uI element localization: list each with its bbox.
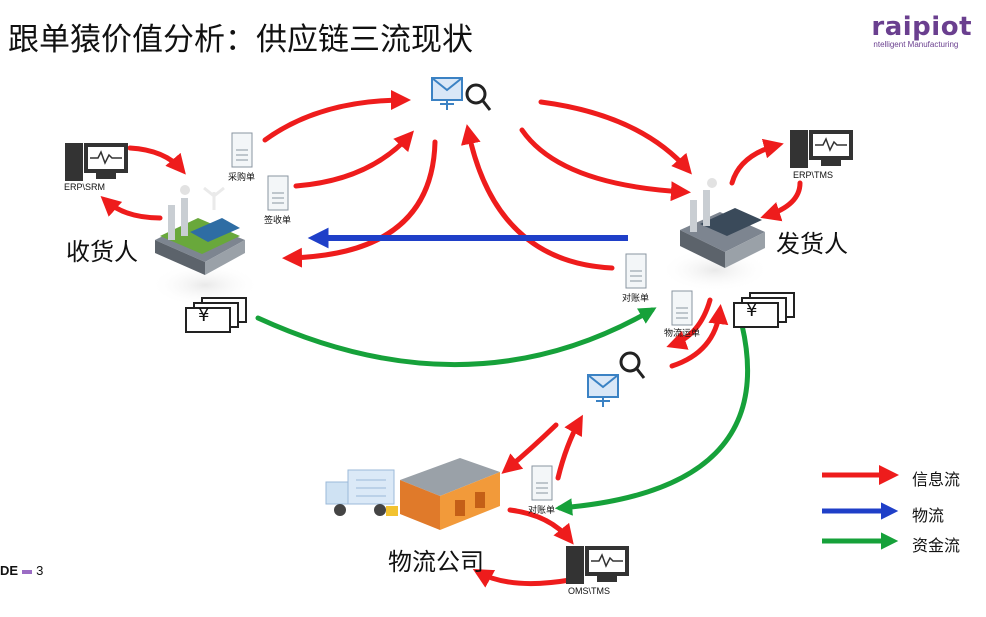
legend-info-label: 信息流 <box>912 470 961 489</box>
receiver-factory-icon <box>150 185 260 307</box>
info-flow-arrow <box>100 195 163 221</box>
message-hub-icon <box>431 77 492 111</box>
reconciliation-label: 对账单 <box>528 505 556 515</box>
currency-symbol: ¥ <box>198 305 210 326</box>
reconciliation-label: 对账单 <box>622 293 650 303</box>
info-flow-arrow <box>293 130 414 189</box>
legend-cash-label: 资金流 <box>912 536 961 555</box>
page-footer: DE 3 <box>0 563 43 578</box>
cash-flow-arrow <box>554 322 751 516</box>
info-flow-arrow <box>127 145 186 175</box>
info-flow-arrow <box>669 304 729 369</box>
purchase-order-label: 采购单 <box>228 172 256 182</box>
computer-icon <box>566 546 629 584</box>
logistics-order-label: 物流运单 <box>664 328 701 338</box>
currency-symbol: ¥ <box>746 300 758 321</box>
logo-word: raipiot <box>871 12 972 42</box>
info-flow-arrow <box>760 180 803 222</box>
info-flow-arrow <box>555 414 583 481</box>
logistics-warehouse-icon <box>400 458 500 530</box>
legend-logistics-label: 物流 <box>912 506 945 525</box>
footer-prefix: DE <box>0 563 19 578</box>
info-flow-arrow <box>538 99 692 175</box>
info-flow-arrow <box>461 124 615 271</box>
info-flow-arrow <box>262 90 411 143</box>
receiver-label: 收货人 <box>66 238 138 266</box>
info-flow-arrow <box>729 138 784 186</box>
message-hub-icon <box>587 351 646 407</box>
shipper-system-label: ERP\TMS <box>793 170 834 180</box>
info-flow-arrow <box>507 507 574 545</box>
info-flow-arrow <box>282 139 438 268</box>
info-flow-arrow <box>472 569 573 588</box>
receiver-system-label: ERP\SRM <box>64 182 106 192</box>
receipt-label: 签收单 <box>264 215 292 225</box>
money-stack-icon <box>185 292 795 333</box>
shipper-label: 发货人 <box>776 230 848 258</box>
cash-flow-arrow <box>255 307 657 368</box>
page-number: 3 <box>36 563 44 578</box>
info-flow-arrow <box>501 422 559 474</box>
logistics-system-label: OMS\TMS <box>568 586 610 596</box>
page-title: 跟单猿价值分析：供应链三流现状 <box>8 22 473 58</box>
logistics-company-label: 物流公司 <box>388 548 484 576</box>
computer-icon <box>65 143 128 181</box>
info-flow-arrow <box>519 127 691 202</box>
info-flow-arrow <box>666 297 713 350</box>
shipper-factory-icon <box>660 178 770 292</box>
truck-icon <box>325 469 398 516</box>
company-logo: raipiot ntelligent Manufacturing <box>871 14 972 49</box>
footer-divider <box>22 569 33 574</box>
computer-icon <box>790 130 853 168</box>
logo-tagline: ntelligent Manufacturing <box>873 40 959 49</box>
legend <box>822 465 899 550</box>
